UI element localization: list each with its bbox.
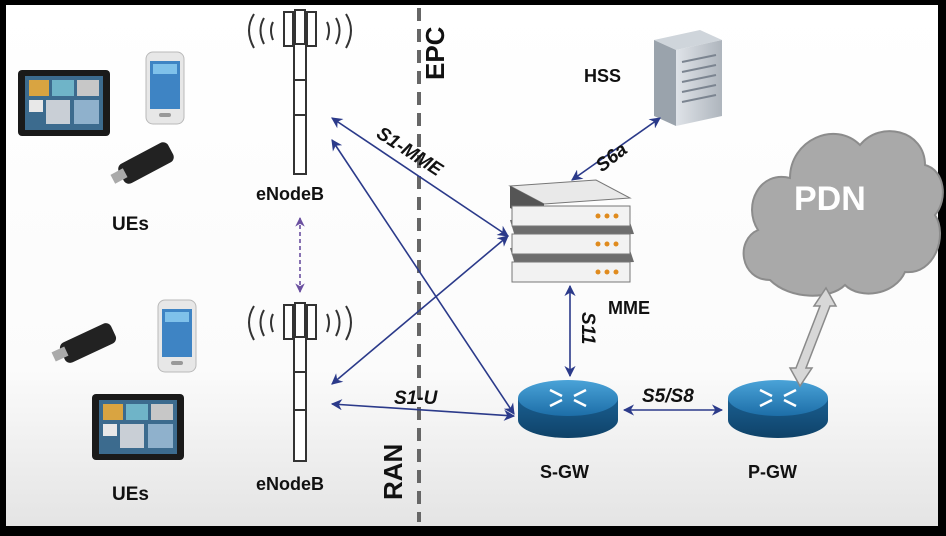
ues-label-top: UEs xyxy=(112,214,149,235)
usb-modem-icon xyxy=(110,142,174,184)
mme-server-icon xyxy=(508,179,634,283)
enodeb-label-bottom: eNodeB xyxy=(256,474,325,494)
smartphone-icon xyxy=(157,299,197,373)
tablet-icon xyxy=(92,394,184,460)
tablet-icon xyxy=(18,70,110,136)
s1-u-label: S1-U xyxy=(394,388,438,409)
s1-u-link xyxy=(331,139,515,415)
s5-s8-label: S5/S8 xyxy=(642,386,694,407)
sgw-router-icon xyxy=(518,380,618,438)
mme-label: MME xyxy=(608,298,650,318)
pgw-label: P-GW xyxy=(748,462,797,482)
epc-label: EPC xyxy=(420,26,450,80)
hss-server-icon xyxy=(654,30,722,126)
sgw-label: S-GW xyxy=(540,462,589,482)
smartphone-icon xyxy=(145,51,185,125)
usb-modem-icon xyxy=(51,323,117,363)
s6a-link xyxy=(571,117,661,181)
enodeb-tower-icon xyxy=(248,9,352,175)
enodeb-tower-icon xyxy=(248,302,352,462)
ran-label: RAN xyxy=(378,443,408,500)
pdn-label: PDN xyxy=(794,180,866,218)
pdn-cloud-icon xyxy=(742,130,944,297)
pgw-router-icon xyxy=(728,380,828,438)
enodeb-label-top: eNodeB xyxy=(256,184,325,204)
ues-label-bottom: UEs xyxy=(112,484,149,505)
s11-label: S11 xyxy=(577,312,598,345)
s1-u-link xyxy=(330,399,516,421)
hss-label: HSS xyxy=(584,66,622,86)
pgw-pdn-link xyxy=(788,286,838,388)
